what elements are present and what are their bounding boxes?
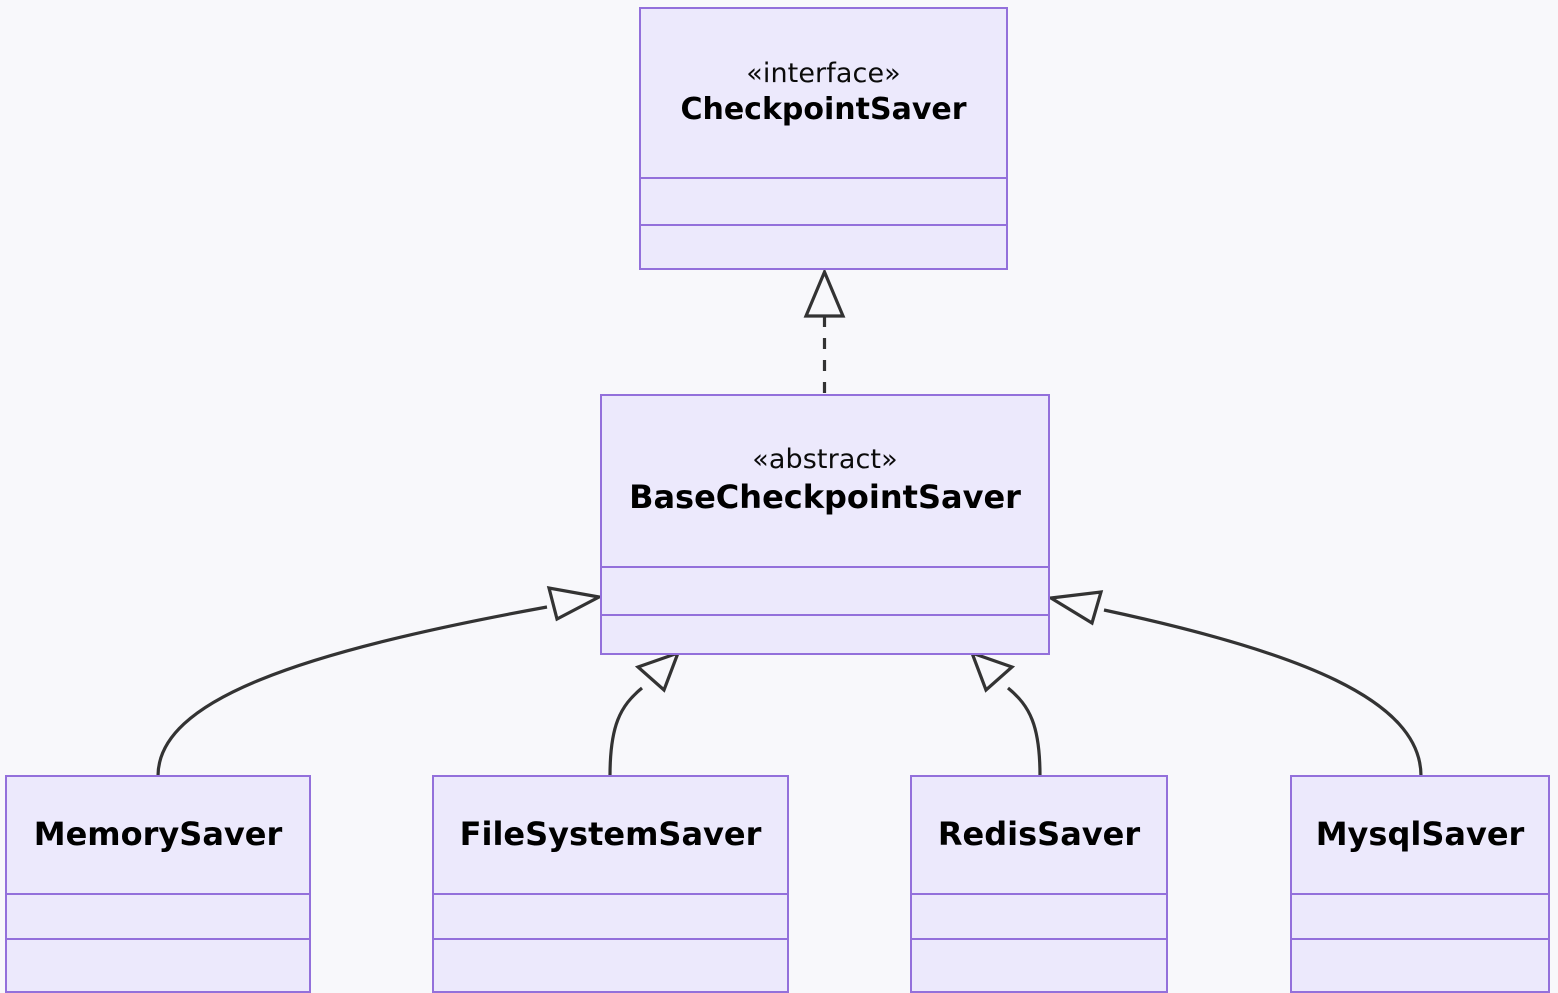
edge-inheritance-redissaver <box>969 650 1042 777</box>
hollow-triangle-arrowhead <box>546 585 604 622</box>
edge-realization-base-to-interface <box>803 267 846 393</box>
class-attributes-compartment <box>912 895 1166 940</box>
hollow-triangle-arrowhead <box>1046 590 1104 626</box>
class-name: RedisSaver <box>937 815 1141 854</box>
class-attributes-compartment <box>7 895 309 940</box>
class-box-checkpointsaver[interactable]: «interface» CheckpointSaver <box>639 7 1008 270</box>
class-name: MysqlSaver <box>1315 815 1525 854</box>
class-attributes-compartment <box>641 179 1006 226</box>
class-header-redissaver: RedisSaver <box>912 777 1166 895</box>
class-box-memorysaver[interactable]: MemorySaver <box>5 775 311 993</box>
class-name: BaseCheckpointSaver <box>629 478 1021 517</box>
class-methods-compartment <box>641 226 1006 268</box>
class-methods-compartment <box>434 940 787 991</box>
class-attributes-compartment <box>434 895 787 940</box>
class-attributes-compartment <box>1292 895 1548 940</box>
class-header-filesystemsaver: FileSystemSaver <box>434 777 787 895</box>
class-box-basecheckpointsaver[interactable]: «abstract» BaseCheckpointSaver <box>600 394 1050 655</box>
edge-inheritance-filesystemsaver <box>608 650 681 777</box>
class-box-filesystemsaver[interactable]: FileSystemSaver <box>432 775 789 993</box>
edge-inheritance-memorysaver <box>156 585 604 777</box>
class-methods-compartment <box>602 616 1048 653</box>
class-stereotype: «interface» <box>746 57 901 89</box>
class-box-redissaver[interactable]: RedisSaver <box>910 775 1168 993</box>
class-name: FileSystemSaver <box>459 815 762 854</box>
hollow-triangle-arrowhead <box>634 650 681 693</box>
hollow-triangle-arrowhead <box>803 267 846 318</box>
class-attributes-compartment <box>602 568 1048 616</box>
class-name: MemorySaver <box>33 815 283 854</box>
class-header-memorysaver: MemorySaver <box>7 777 309 895</box>
hollow-triangle-arrowhead <box>969 650 1016 693</box>
class-methods-compartment <box>1292 940 1548 991</box>
class-methods-compartment <box>7 940 309 991</box>
class-methods-compartment <box>912 940 1166 991</box>
edge-inheritance-mysqlsaver <box>1046 590 1423 777</box>
class-box-mysqlsaver[interactable]: MysqlSaver <box>1290 775 1550 993</box>
class-name: CheckpointSaver <box>680 92 967 128</box>
class-header-checkpointsaver: «interface» CheckpointSaver <box>641 9 1006 179</box>
class-header-mysqlsaver: MysqlSaver <box>1292 777 1548 895</box>
class-header-basecheckpointsaver: «abstract» BaseCheckpointSaver <box>602 396 1048 568</box>
class-stereotype: «abstract» <box>752 444 898 476</box>
